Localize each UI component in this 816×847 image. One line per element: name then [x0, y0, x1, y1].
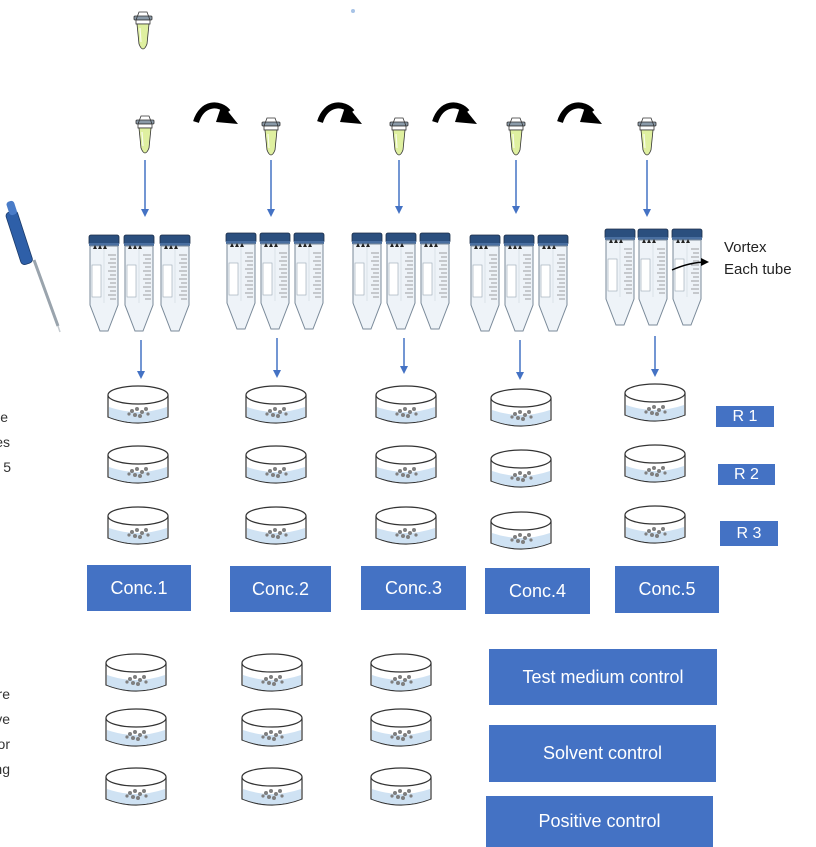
conc-3-box: Conc.3 [361, 566, 466, 610]
vortex-label-line2: Each tube [724, 261, 792, 278]
dilution-tubes [135, 115, 657, 156]
tube-to-falcon-arrows [141, 160, 651, 217]
conc-4-box: Conc.4 [485, 568, 590, 614]
micropipette-icon [5, 200, 61, 333]
test-medium-control-box: Test medium control [489, 649, 717, 705]
replicate-2-box: R 2 [718, 464, 775, 485]
left-fragment-a1: e [0, 409, 8, 425]
left-fragment-b2: tive [0, 711, 10, 727]
left-fragment-b1: are [0, 686, 10, 702]
curved-transfer-arrow-icons [196, 104, 602, 124]
left-fragment-a2: es [0, 434, 10, 450]
falcon-tube-icons [88, 228, 703, 332]
conc-5-box: Conc.5 [615, 566, 719, 613]
vortex-arrow-icon [671, 258, 709, 271]
dot-marker [351, 9, 355, 13]
stock-tube-icon [133, 11, 153, 50]
replicate-3-box: R 3 [720, 521, 778, 546]
control-petri-dish-icons [105, 653, 432, 806]
vortex-label-line1: Vortex [724, 239, 767, 256]
conc-1-box: Conc.1 [87, 565, 191, 611]
vortex-label: Vortex Each tube [724, 237, 792, 281]
left-fragment-b4: ning [0, 761, 10, 777]
falcon-to-dish-arrows [137, 336, 659, 380]
left-fragment-a3: 5 [3, 459, 11, 475]
positive-control-box: Positive control [486, 796, 713, 847]
left-fragment-b3: For [0, 736, 10, 752]
petri-dish-icons [107, 383, 686, 550]
conc-2-box: Conc.2 [230, 566, 331, 612]
solvent-control-box: Solvent control [489, 725, 716, 782]
replicate-1-box: R 1 [716, 406, 774, 427]
